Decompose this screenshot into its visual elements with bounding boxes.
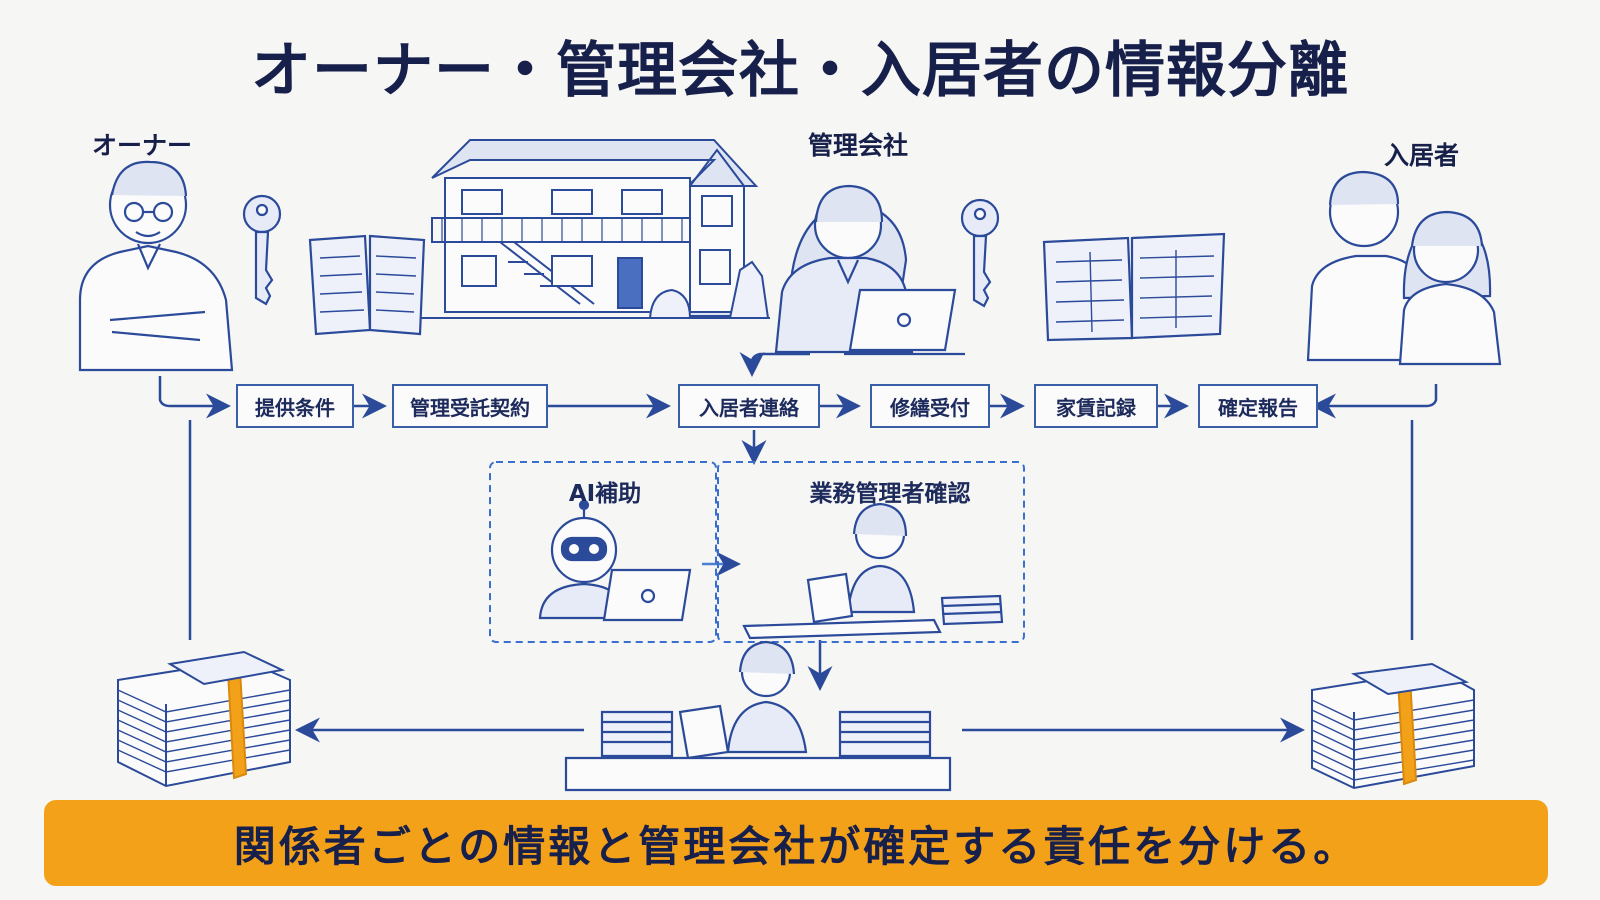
manager-check-box <box>717 461 1025 643</box>
actor-label-owner: オーナー <box>92 131 193 160</box>
actor-label-tenant: 入居者 <box>1384 141 1460 170</box>
robot-illustration <box>538 499 692 622</box>
ai-assist-box <box>489 461 717 643</box>
summary-banner: 関係者ごとの情報と管理会社が確定する責任を分ける。 <box>44 800 1548 886</box>
step-management-contract: 管理受託契約 <box>392 384 548 428</box>
manager-check-label: 業務管理者確認 <box>809 481 971 507</box>
reviewer-illustration <box>742 502 1004 640</box>
left-document-stack <box>117 650 291 788</box>
flow-connectors <box>158 352 1438 743</box>
page-title: オーナー・管理会社・入居者の情報分離 <box>251 36 1349 106</box>
step-offer-terms: 提供条件 <box>236 384 354 428</box>
actor-label-manager: 管理会社 <box>808 131 909 160</box>
desk-illustration <box>564 640 952 792</box>
right-document-stack <box>1311 662 1475 790</box>
ai-assist-label: AI補助 <box>568 481 642 507</box>
step-final-report: 確定報告 <box>1198 384 1318 428</box>
owner-illustration <box>78 160 426 372</box>
step-rent-record: 家賃記録 <box>1034 384 1158 428</box>
manager-illustration <box>774 184 1226 356</box>
step-tenant-contact: 入居者連絡 <box>678 384 820 428</box>
apartment-illustration <box>420 139 770 319</box>
step-repair-intake: 修繕受付 <box>870 384 990 428</box>
tenant-illustration <box>1306 170 1502 366</box>
